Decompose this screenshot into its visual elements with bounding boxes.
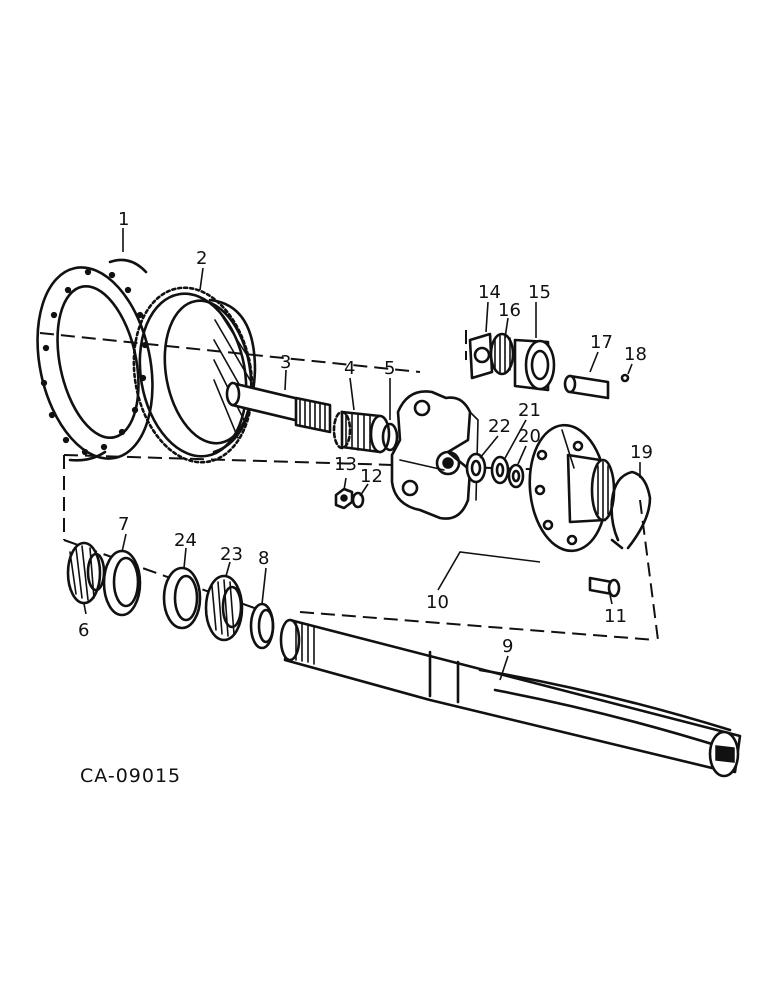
callout-10: 10 [426, 592, 449, 613]
callout-4: 4 [344, 358, 355, 379]
lock-washer [351, 491, 365, 509]
cone-bearing [66, 541, 106, 605]
snap-ring-small [381, 422, 399, 452]
callout-2: 2 [196, 248, 207, 269]
hub-flange [528, 423, 616, 553]
callout-17: 17 [590, 332, 613, 353]
output-shaft [279, 618, 742, 778]
callout-7: 7 [118, 514, 129, 535]
callout-3: 3 [280, 352, 291, 373]
callout-5: 5 [384, 358, 395, 379]
snap-ring-8 [249, 602, 275, 650]
callout-13: 13 [334, 454, 357, 475]
callout-16: 16 [498, 300, 521, 321]
callout-9: 9 [502, 636, 513, 657]
callout-22: 22 [488, 416, 511, 437]
callout-23: 23 [220, 544, 243, 565]
callout-1: 1 [118, 209, 129, 230]
callout-6: 6 [78, 620, 89, 641]
sun-gear-shaft [225, 381, 332, 434]
cap-screw [588, 576, 621, 598]
washer-21 [490, 455, 510, 485]
snap-ring-large [610, 470, 652, 550]
callout-20: 20 [518, 426, 541, 447]
callout-24: 24 [174, 530, 197, 551]
callout-21: 21 [518, 400, 541, 421]
leader-lines [83, 228, 641, 681]
planet-carrier [390, 390, 479, 520]
callout-12: 12 [360, 466, 383, 487]
planet-pinion [332, 410, 391, 454]
bearing-cup [513, 338, 556, 392]
washer-20 [507, 463, 525, 489]
callout-15: 15 [528, 282, 551, 303]
callout-18: 18 [624, 344, 647, 365]
needle-bearing-gear [489, 332, 515, 376]
hex-nut [334, 487, 354, 510]
callout-8: 8 [258, 548, 269, 569]
detent-ball [620, 373, 630, 383]
drawing-code: CA-09015 [80, 765, 181, 787]
thrust-washer [468, 332, 494, 380]
spacer-bearing [465, 452, 487, 484]
bearing-cup-7 [102, 549, 142, 617]
planet-pin [563, 374, 610, 400]
callout-14: 14 [478, 282, 501, 303]
callout-19: 19 [630, 442, 653, 463]
callout-11: 11 [604, 606, 627, 627]
bolt-holes [40, 268, 149, 456]
ring-gear [132, 286, 257, 464]
cone-bearing-23 [204, 574, 244, 642]
flange-ring [36, 258, 154, 462]
callouts: 1 2 3 4 5 6 7 8 9 10 11 12 13 14 15 16 1… [78, 209, 653, 657]
bearing-cup-24 [162, 566, 202, 630]
